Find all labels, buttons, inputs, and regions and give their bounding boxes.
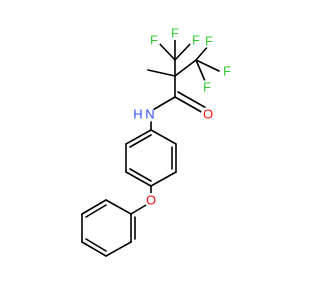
atom-label: F xyxy=(223,64,231,79)
bond xyxy=(150,96,176,112)
fluorine-atom: F xyxy=(200,80,214,95)
nitrogen-atom: N H xyxy=(133,105,155,123)
bond xyxy=(150,171,177,187)
bond xyxy=(81,199,107,215)
bond xyxy=(81,241,107,257)
bond xyxy=(125,129,152,145)
atom-label: H xyxy=(133,107,142,122)
fluorine-atom: F xyxy=(202,34,216,49)
bond xyxy=(85,238,107,252)
bond xyxy=(174,96,206,115)
bond xyxy=(105,241,132,257)
bond xyxy=(147,69,176,77)
atom-label: F xyxy=(192,33,200,48)
bond xyxy=(156,40,176,61)
bond xyxy=(174,59,197,77)
atom-label: F xyxy=(205,34,213,49)
fluorine-atom: F xyxy=(168,26,182,41)
fluorine-atom: F xyxy=(189,33,203,48)
bond xyxy=(125,171,152,187)
ether-oxygen-atom: O xyxy=(144,193,158,208)
bond xyxy=(195,59,220,72)
bond xyxy=(129,168,152,182)
fluorine-atom: F xyxy=(220,64,234,79)
atom-label: F xyxy=(203,80,211,95)
bond xyxy=(195,59,206,82)
atom-label-layer: F F F F F F N H O xyxy=(133,26,234,208)
bond xyxy=(85,204,107,218)
bond xyxy=(150,129,177,145)
carbonyl-oxygen-atom: O xyxy=(201,107,215,122)
bond-layer xyxy=(81,39,220,257)
bond xyxy=(177,91,209,110)
atom-label: N xyxy=(145,107,154,122)
fluorine-atom: F xyxy=(147,33,161,48)
atom-label: F xyxy=(171,26,179,41)
atom-label: F xyxy=(150,33,158,48)
molecule-structure: F F F F F F N H O xyxy=(81,25,234,257)
bond xyxy=(105,199,132,215)
bond xyxy=(129,134,152,148)
atom-label: O xyxy=(203,107,213,122)
atom-label: O xyxy=(146,193,156,208)
bond xyxy=(174,40,194,61)
